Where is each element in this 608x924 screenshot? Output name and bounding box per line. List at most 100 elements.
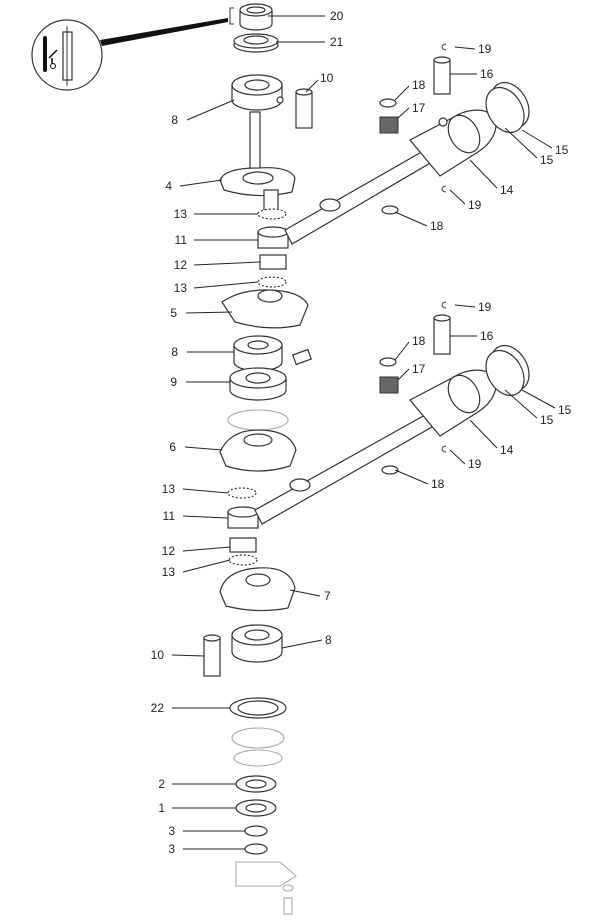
callout-number: 19 [478, 42, 492, 56]
leader-line [186, 99, 235, 121]
leader-line [184, 446, 223, 451]
leader-line [397, 368, 410, 381]
callout-number: 13 [162, 565, 176, 579]
callout-number: 16 [480, 329, 494, 343]
part-housing-bottom [235, 861, 297, 915]
callout-number: 18 [431, 477, 445, 491]
leader-line [281, 639, 323, 649]
callout-number: 14 [500, 183, 514, 197]
lubrication-inset [31, 18, 228, 91]
part-washers-upper [379, 98, 399, 215]
leader-line [454, 46, 476, 50]
leader-line [182, 546, 231, 552]
callout-labels: 2021108191618171515141941318111213191651… [151, 9, 572, 856]
part-bearing-8-low [231, 624, 283, 663]
leader-line [521, 389, 556, 409]
callout-number: 17 [412, 362, 426, 376]
callout-number: 6 [169, 440, 176, 454]
leader-line [394, 211, 428, 227]
leader-line [504, 389, 538, 419]
part-conrod-upper [284, 149, 433, 245]
part-gasket-22 [229, 697, 287, 767]
part-piston-pin-lower [433, 301, 451, 453]
leader-line [185, 311, 233, 314]
part-needle-bearings-lower [227, 487, 259, 566]
part-conrod-lower [254, 414, 433, 525]
leader-line [454, 304, 476, 308]
part-seal-housing [233, 33, 279, 53]
callout-number: 9 [170, 375, 177, 389]
part-crank-7 [219, 567, 296, 612]
callout-number: 19 [468, 198, 482, 212]
leader-line [305, 79, 319, 93]
part-oil-seal [229, 3, 273, 31]
callout-number: 13 [162, 482, 176, 496]
callout-number: 18 [412, 334, 426, 348]
callout-number: 7 [324, 589, 331, 603]
part-crank-5 [221, 289, 309, 329]
leader-line [397, 107, 410, 119]
part-seals-1-2-3 [235, 775, 277, 855]
callout-number: 3 [168, 842, 175, 856]
part-pin [295, 88, 313, 129]
callout-number: 19 [468, 457, 482, 471]
callout-number: 19 [478, 300, 492, 314]
leader-line [394, 469, 429, 485]
leader-line [289, 589, 321, 597]
callout-number: 11 [175, 233, 188, 247]
part-piston-pin-upper [433, 43, 451, 193]
leader-line [394, 85, 410, 101]
leader-line [504, 127, 538, 159]
callout-number: 8 [325, 633, 332, 647]
callout-number: 14 [500, 443, 514, 457]
callout-number: 16 [480, 67, 494, 81]
leader-line [449, 449, 466, 465]
part-bearing [231, 74, 284, 111]
callout-number: 15 [558, 403, 572, 417]
callout-number: 8 [171, 113, 178, 127]
callout-number: 15 [540, 153, 554, 167]
leader-line [469, 159, 498, 189]
part-bearing-9 [227, 367, 289, 431]
callout-number: 10 [320, 71, 334, 85]
callout-number: 12 [174, 258, 188, 272]
callout-number: 18 [430, 219, 444, 233]
part-piston-upper [409, 109, 497, 177]
leader-line [179, 179, 223, 187]
callout-number: 3 [168, 824, 175, 838]
leader-line [193, 261, 261, 266]
leader-line [449, 189, 466, 205]
part-crank-6 [219, 429, 297, 472]
part-rings-upper [485, 81, 530, 134]
callout-number: 13 [174, 281, 188, 295]
callout-number: 15 [555, 143, 569, 157]
callout-number: 15 [540, 413, 554, 427]
callout-number: 2 [158, 777, 165, 791]
callout-number: 5 [170, 306, 177, 320]
leader-line [469, 419, 498, 449]
callout-number: 8 [171, 345, 178, 359]
callout-number: 18 [412, 78, 426, 92]
part-needle-bearings-upper [257, 208, 289, 288]
leader-line [182, 488, 229, 494]
part-washers-lower [379, 357, 399, 475]
callout-number: 4 [165, 179, 172, 193]
callout-number: 12 [162, 544, 176, 558]
callout-number: 13 [174, 207, 188, 221]
part-rings-lower [485, 344, 530, 397]
leader-line [521, 129, 553, 149]
callout-number: 20 [330, 9, 344, 23]
callout-number: 21 [330, 35, 344, 49]
leader-line [182, 559, 231, 573]
part-pin-10-low [203, 634, 221, 677]
part-bearing-8-mid [233, 335, 312, 372]
callout-number: 11 [163, 509, 176, 523]
callout-number: 10 [151, 648, 165, 662]
leader-line [182, 515, 229, 519]
callout-number: 22 [151, 701, 165, 715]
part-crank-upper [219, 111, 296, 211]
leader-line [394, 341, 410, 361]
callout-number: 1 [158, 801, 165, 815]
callout-number: 17 [412, 101, 426, 115]
